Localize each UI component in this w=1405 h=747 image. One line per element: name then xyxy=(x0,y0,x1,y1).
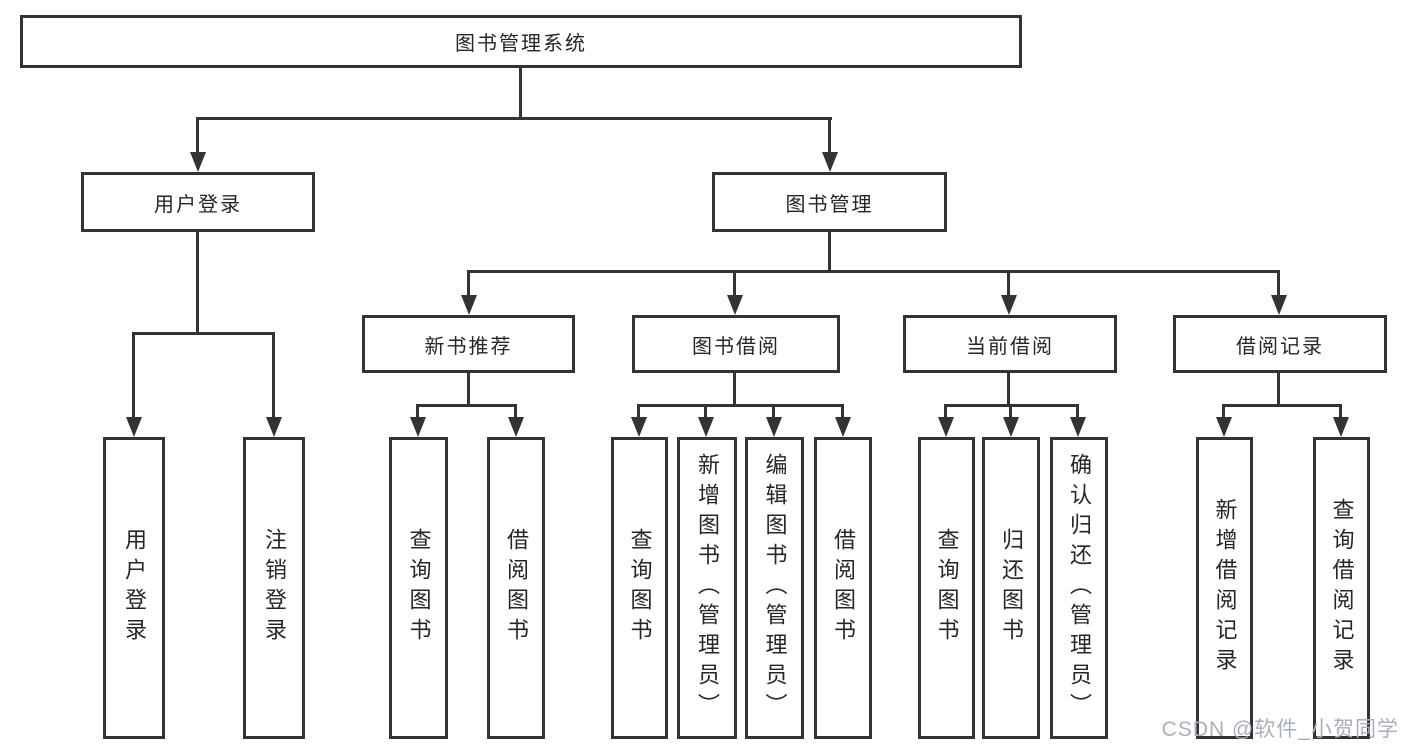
connector-drop xyxy=(196,117,199,154)
node-label: 查询借阅记录 xyxy=(1329,498,1355,678)
node-book-borrow: 图书借阅 xyxy=(632,315,840,373)
connector-stem xyxy=(733,373,736,407)
leaf-confirm-return-admin: 确认归还（管理员） xyxy=(1050,437,1108,739)
connector-userlogin-stem xyxy=(196,232,199,335)
connector-drop xyxy=(467,270,470,297)
node-label: 查询图书 xyxy=(627,528,653,648)
node-label: 借阅图书 xyxy=(831,528,856,648)
arrow-down-icon xyxy=(766,417,782,437)
connector-bookmgmt-stem xyxy=(828,232,831,273)
arrow-down-icon xyxy=(698,417,714,437)
connector-level1-branch xyxy=(196,117,832,120)
connector-drop xyxy=(944,404,947,419)
arrow-down-icon xyxy=(126,417,142,437)
leaf-edit-book-admin: 编辑图书（管理员） xyxy=(745,437,804,739)
leaf-query-books-borrow: 查询图书 xyxy=(611,437,668,739)
node-label: 用户登录 xyxy=(122,528,147,648)
connector-drop xyxy=(514,404,517,419)
leaf-add-borrow-record: 新增借阅记录 xyxy=(1196,437,1253,739)
node-label: 新书推荐 xyxy=(424,335,513,358)
node-label: 当前借阅 xyxy=(966,335,1054,358)
node-label: 借阅图书 xyxy=(504,528,529,648)
arrow-down-icon xyxy=(938,417,954,437)
arrow-down-icon xyxy=(631,417,647,437)
connector-drop xyxy=(733,270,736,297)
leaf-query-books-current: 查询图书 xyxy=(918,437,975,739)
arrow-down-icon xyxy=(410,417,426,437)
leaf-user-login: 用户登录 xyxy=(103,437,165,739)
leaf-borrow-books-recommend: 借阅图书 xyxy=(487,437,545,739)
connector-bookmgmt-branch xyxy=(467,270,1279,273)
connector-branch xyxy=(416,404,517,407)
node-current-borrow: 当前借阅 xyxy=(903,315,1117,373)
node-new-book-recommend: 新书推荐 xyxy=(362,315,575,373)
arrow-down-icon xyxy=(461,295,477,315)
leaf-logout: 注销登录 xyxy=(243,437,305,739)
node-label: 查询图书 xyxy=(406,528,432,648)
connector-stem xyxy=(1277,373,1280,407)
connector-stem xyxy=(1007,373,1010,407)
connector-drop xyxy=(1222,404,1225,419)
connector-drop xyxy=(1009,404,1012,419)
connector-drop xyxy=(828,117,831,154)
arrow-down-icon xyxy=(822,152,838,172)
connector-userlogin-branch xyxy=(132,332,275,335)
watermark-text: CSDN @软件_小贺同学 xyxy=(1161,718,1399,741)
connector-branch xyxy=(637,404,843,407)
connector-drop xyxy=(1277,270,1280,297)
node-label: 用户登录 xyxy=(154,193,242,216)
node-label: 图书借阅 xyxy=(692,335,780,358)
arrow-down-icon xyxy=(1271,295,1287,315)
arrow-down-icon xyxy=(727,295,743,315)
connector-drop xyxy=(416,404,419,419)
connector-drop xyxy=(637,404,640,419)
node-label: 编辑图书（管理员） xyxy=(762,453,788,723)
connector-drop xyxy=(841,404,844,419)
node-label: 确认归还（管理员） xyxy=(1067,453,1092,723)
leaf-query-borrow-record: 查询借阅记录 xyxy=(1313,437,1370,739)
arrow-down-icon xyxy=(835,417,851,437)
arrow-down-icon xyxy=(1333,417,1349,437)
node-borrow-records: 借阅记录 xyxy=(1173,315,1387,373)
node-label: 图书管理系统 xyxy=(455,33,587,55)
connector-root-stem xyxy=(519,68,522,120)
leaf-add-book-admin: 新增图书（管理员） xyxy=(677,437,737,739)
connector-drop xyxy=(1007,270,1010,297)
connector-drop xyxy=(1076,404,1079,419)
node-book-management: 图书管理 xyxy=(712,172,947,232)
connector-drop xyxy=(132,332,135,417)
connector-branch xyxy=(1222,404,1342,407)
arrow-down-icon xyxy=(266,417,282,437)
leaf-query-books-recommend: 查询图书 xyxy=(389,437,448,739)
node-label: 借阅记录 xyxy=(1236,335,1324,358)
node-user-login: 用户登录 xyxy=(81,172,315,232)
connector-drop xyxy=(1339,404,1342,419)
node-label: 查询图书 xyxy=(934,528,960,648)
connector-drop xyxy=(772,404,775,419)
connector-drop xyxy=(272,332,275,417)
leaf-borrow-books-borrow: 借阅图书 xyxy=(814,437,872,739)
arrow-down-icon xyxy=(190,152,206,172)
node-library-system: 图书管理系统 xyxy=(20,15,1022,68)
connector-drop xyxy=(704,404,707,419)
arrow-down-icon xyxy=(1070,417,1086,437)
arrow-down-icon xyxy=(508,417,524,437)
connector-stem xyxy=(467,373,470,407)
arrow-down-icon xyxy=(1216,417,1232,437)
leaf-return-book: 归还图书 xyxy=(982,437,1040,739)
arrow-down-icon xyxy=(1003,417,1019,437)
node-label: 图书管理 xyxy=(785,193,874,216)
node-label: 归还图书 xyxy=(999,528,1024,648)
node-label: 注销登录 xyxy=(262,528,287,648)
node-label: 新增图书（管理员） xyxy=(695,453,720,723)
node-label: 新增借阅记录 xyxy=(1212,498,1238,678)
arrow-down-icon xyxy=(1001,295,1017,315)
